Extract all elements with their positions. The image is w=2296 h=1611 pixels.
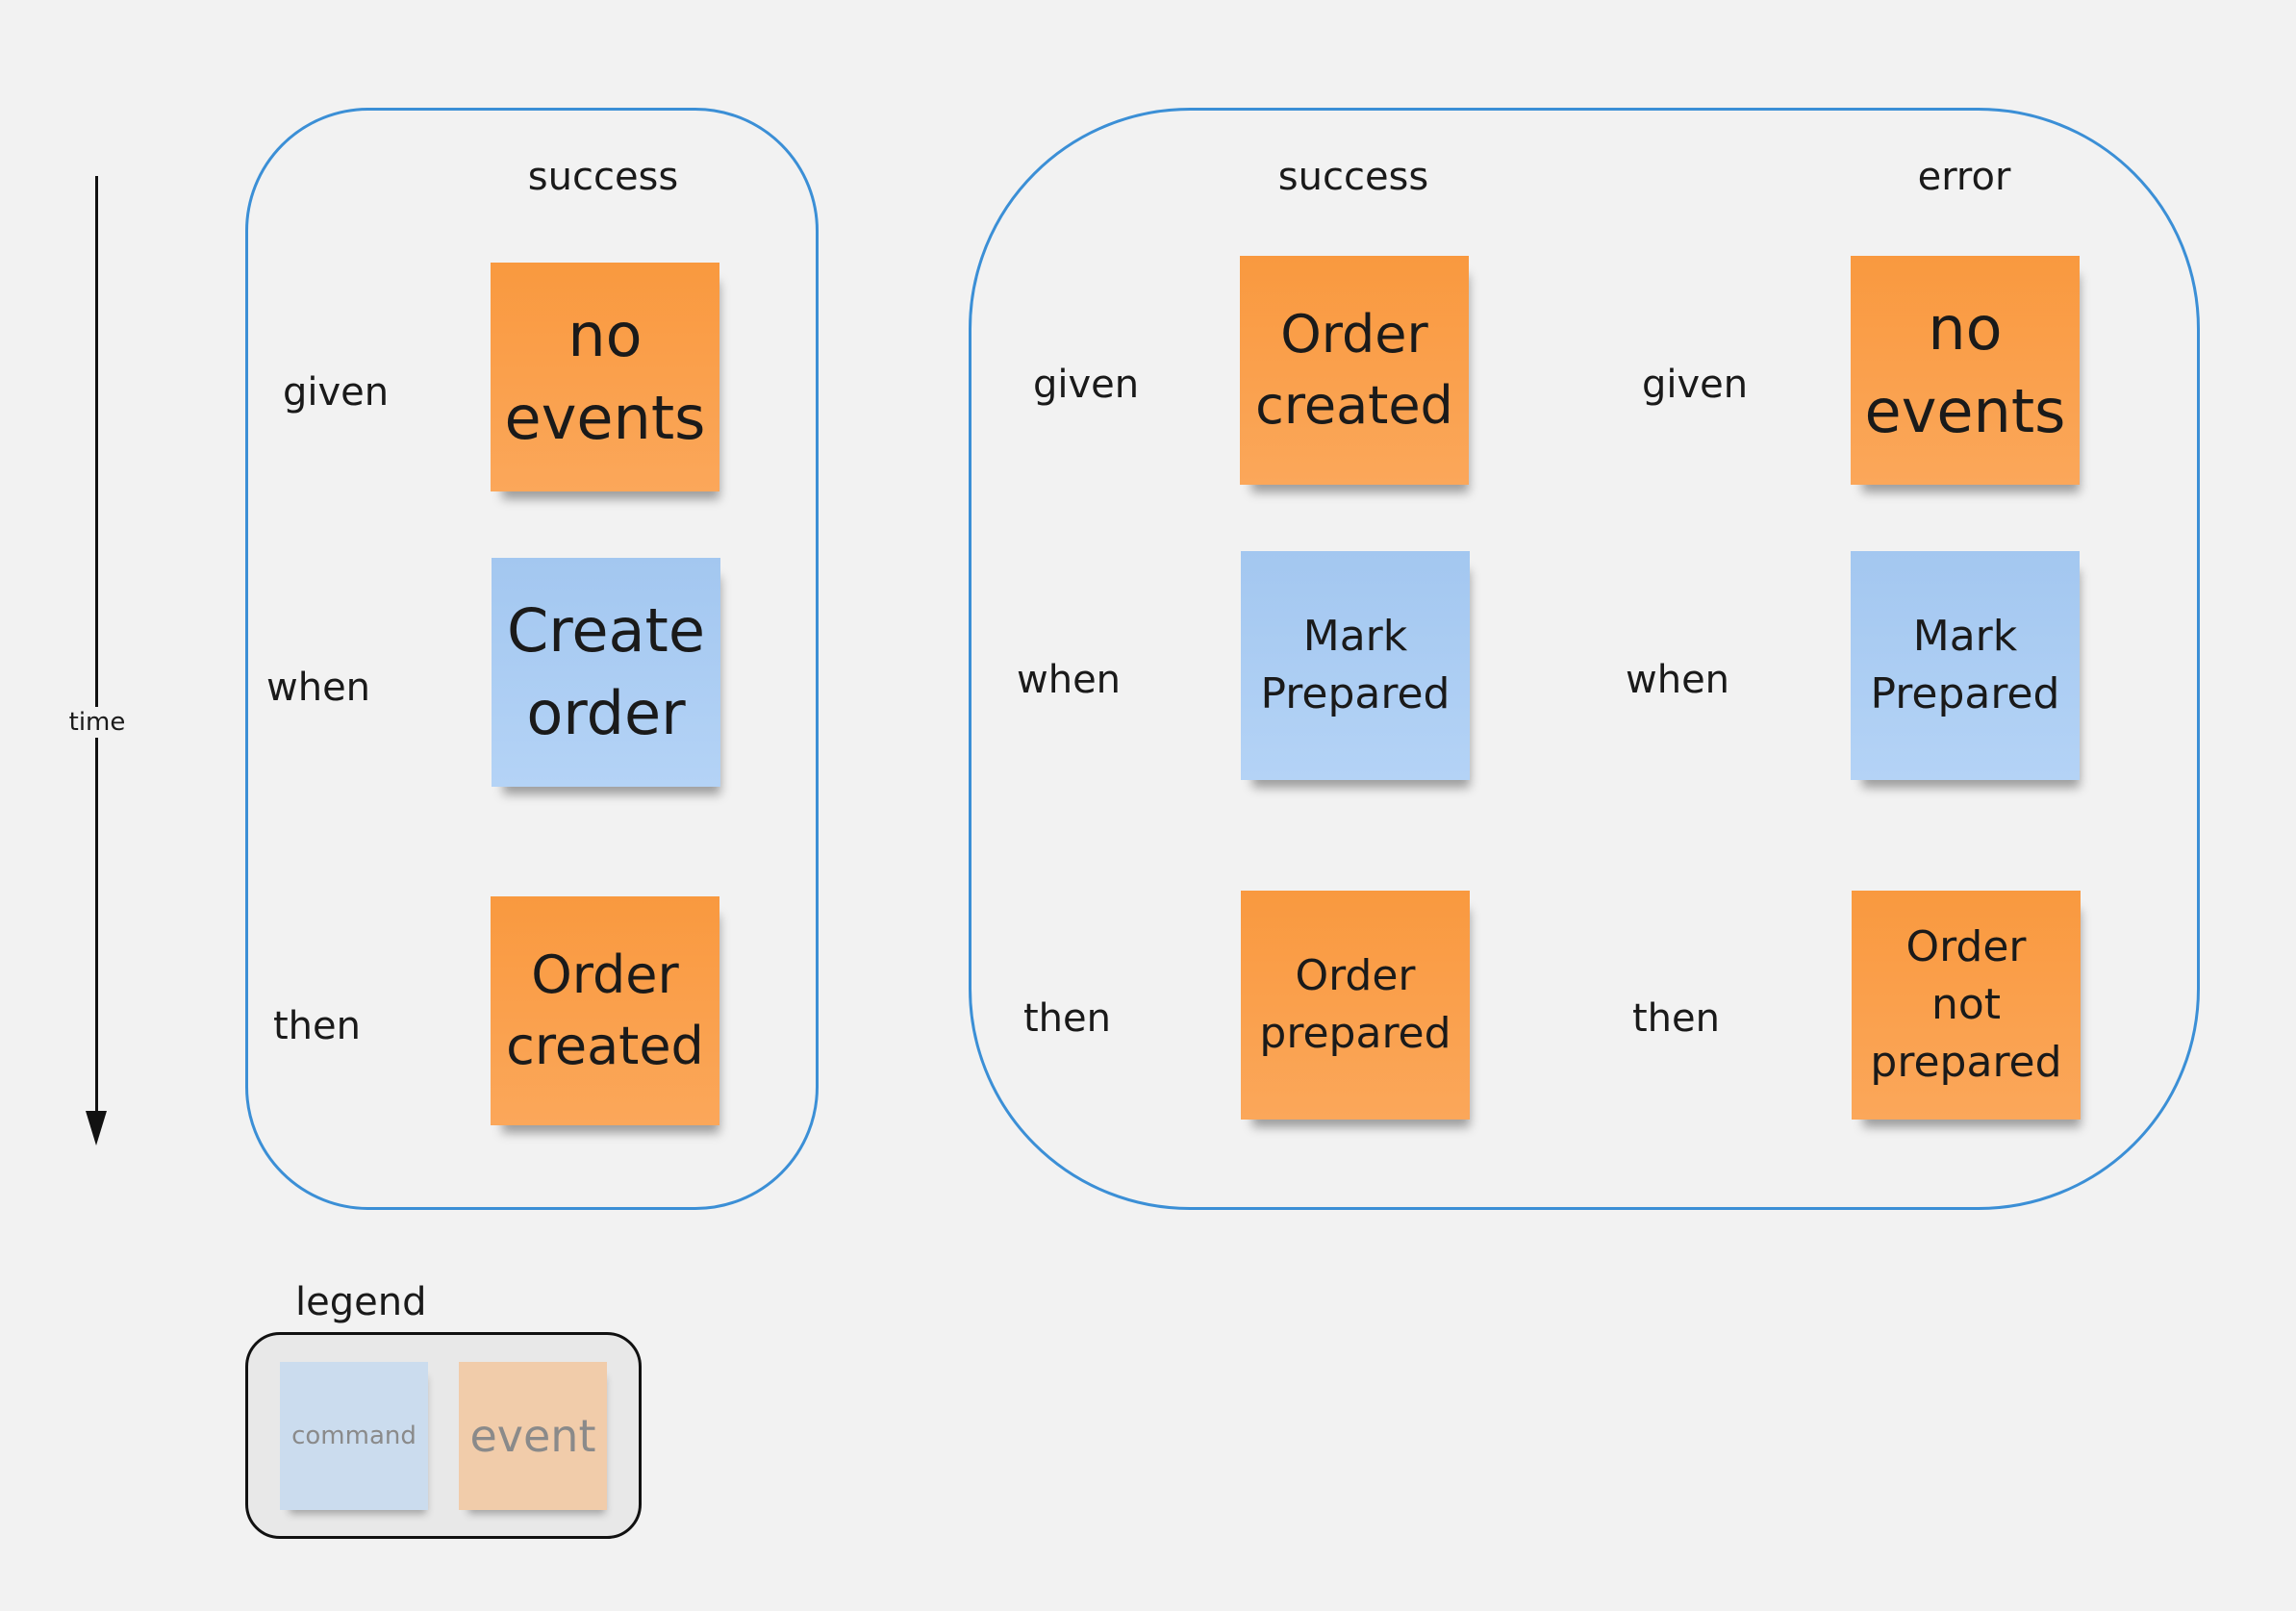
row-label-when: when <box>266 666 371 710</box>
event-note[interactable]: Order created <box>491 896 719 1125</box>
note-text: Order not prepared <box>1870 922 2062 1087</box>
note-text: Order prepared <box>1259 951 1451 1058</box>
note-text: Order created <box>506 944 704 1076</box>
note-text: no events <box>1864 293 2066 446</box>
legend-command-swatch: command <box>280 1362 428 1510</box>
note-text: Mark Prepared <box>1870 612 2060 718</box>
column-heading: error <box>1917 155 2011 199</box>
legend-event-label: event <box>469 1410 596 1462</box>
timeline-label: time <box>60 707 135 738</box>
row-label-when: when <box>1626 658 1730 702</box>
note-text: no events <box>504 300 706 453</box>
note-text: Create order <box>506 595 705 748</box>
column-heading: success <box>1277 155 1429 199</box>
row-label-then: then <box>273 1004 361 1048</box>
command-note[interactable]: Create order <box>492 558 720 787</box>
row-label-when: when <box>1017 658 1122 702</box>
timeline-axis <box>95 176 98 1138</box>
event-note[interactable]: Order created <box>1240 256 1469 485</box>
scenario-frame-create-order <box>245 108 819 1210</box>
scenario-frame-mark-prepared <box>969 108 2200 1210</box>
row-label-given: given <box>1642 363 1749 407</box>
column-heading: success <box>527 155 679 199</box>
row-label-then: then <box>1023 996 1111 1041</box>
event-note[interactable]: no events <box>1851 256 2080 485</box>
row-label-given: given <box>1033 363 1140 407</box>
note-text: Mark Prepared <box>1260 612 1451 718</box>
row-label-then: then <box>1632 996 1720 1041</box>
arrow-down-icon <box>86 1111 107 1145</box>
legend-event-swatch: event <box>459 1362 607 1510</box>
event-note[interactable]: no events <box>491 263 719 491</box>
command-note[interactable]: Mark Prepared <box>1851 551 2080 780</box>
row-label-given: given <box>283 370 390 415</box>
legend-title: legend <box>295 1280 427 1324</box>
legend-box: command event <box>245 1332 642 1539</box>
event-note[interactable]: Order prepared <box>1241 891 1470 1120</box>
event-note[interactable]: Order not prepared <box>1852 891 2081 1120</box>
note-text: Order created <box>1255 304 1453 436</box>
legend-command-label: command <box>291 1422 416 1450</box>
command-note[interactable]: Mark Prepared <box>1241 551 1470 780</box>
